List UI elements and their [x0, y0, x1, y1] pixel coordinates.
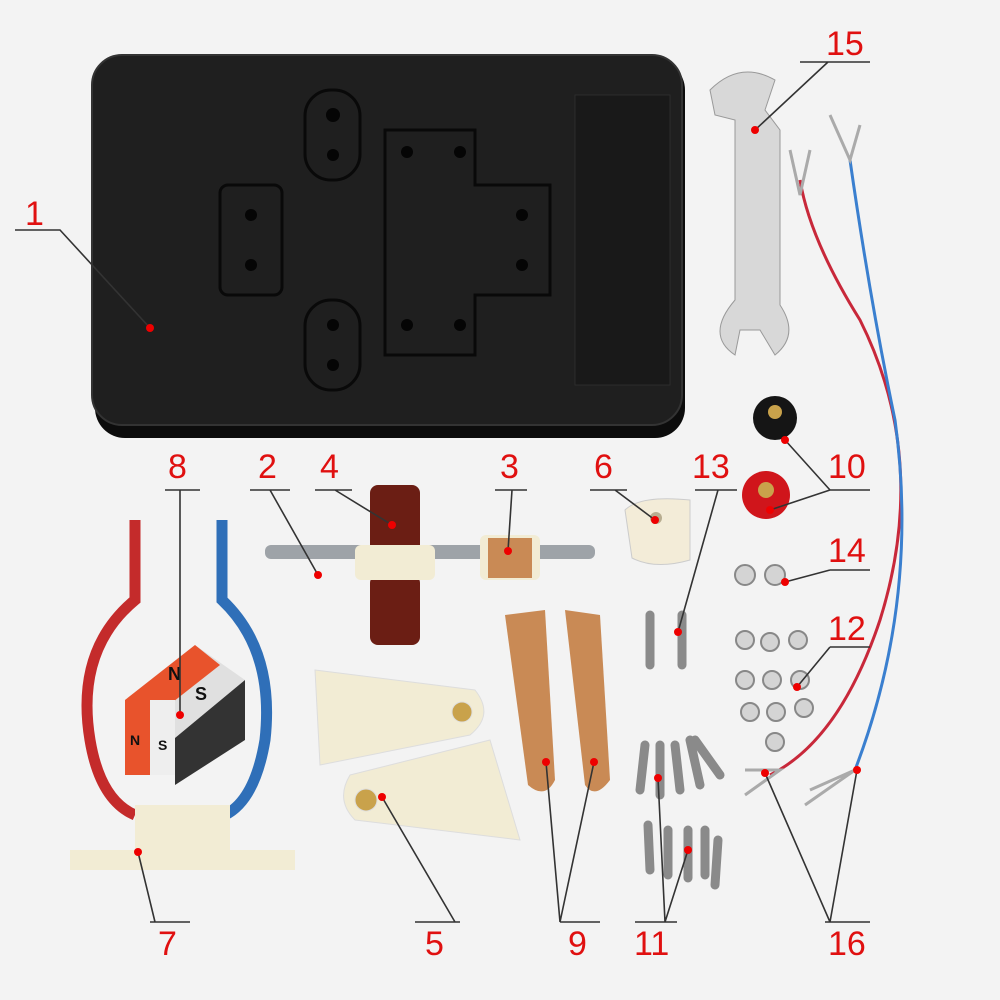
label-7: 7: [158, 925, 177, 963]
wires: [744, 114, 904, 807]
label-15: 15: [826, 25, 864, 63]
label-3: 3: [500, 448, 519, 486]
label-12: 12: [828, 610, 866, 648]
label-5: 5: [425, 925, 444, 963]
magnet-s2-label: S: [158, 737, 167, 753]
label-14: 14: [828, 532, 866, 570]
base-plate: [91, 54, 685, 438]
magnet-s-label: S: [195, 684, 207, 704]
nuts: [734, 564, 814, 752]
magnet-n-label: N: [168, 664, 181, 684]
label-10: 10: [828, 448, 866, 486]
label-6: 6: [594, 448, 613, 486]
magnet: N S N S: [125, 645, 245, 785]
label-9: 9: [568, 925, 587, 963]
magnet-holder: [70, 520, 295, 870]
bushing: [624, 498, 691, 565]
brushes: [505, 610, 610, 792]
wrench: [709, 71, 790, 356]
callout-numbers: 1 15 8 2 4 3 6 13 10 14 12 7 5 9 11 16: [25, 25, 866, 963]
leader-lines: [15, 61, 870, 923]
label-1: 1: [25, 195, 44, 233]
magnet-n2-label: N: [130, 732, 140, 748]
screws: [635, 610, 725, 890]
armature-assembly: [265, 485, 595, 645]
label-2: 2: [258, 448, 277, 486]
bearing-brackets: [314, 669, 521, 841]
label-4: 4: [320, 448, 339, 486]
label-16: 16: [828, 925, 866, 963]
callout-dots: [134, 126, 861, 856]
terminal-knobs: [742, 396, 797, 519]
label-13: 13: [692, 448, 730, 486]
label-8: 8: [168, 448, 187, 486]
label-11: 11: [634, 925, 669, 963]
